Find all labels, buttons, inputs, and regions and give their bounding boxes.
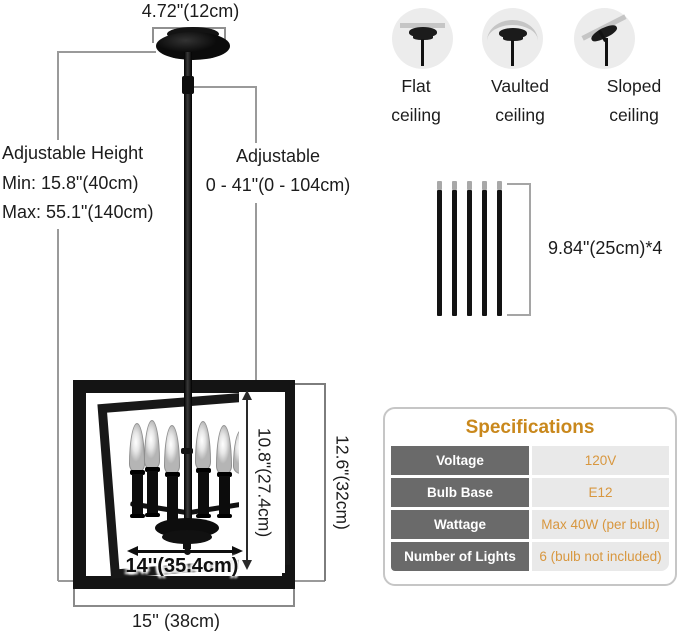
rod-adjustable-range: 0 - 41"(0 - 104cm) [205, 175, 351, 195]
adjustable-height-title: Adjustable Height [2, 143, 144, 163]
spec-row-label: Number of Lights [391, 542, 529, 571]
candle-socket-graphic [217, 514, 232, 518]
extension-rod-graphic [497, 181, 502, 190]
inner-height-dim-line [246, 398, 248, 566]
candle-socket-graphic [196, 468, 211, 473]
rod-leader-line [255, 86, 257, 143]
rod-leader-line [192, 86, 256, 88]
canopy-graphic [413, 35, 433, 40]
rods-dim-bracket [529, 183, 531, 316]
candle-socket-graphic [145, 467, 160, 472]
overall-width-bracket [73, 583, 75, 607]
spec-row-value: Max 40W (per bulb) [532, 510, 669, 539]
rod-leader-line [255, 203, 257, 383]
canopy-graphic [499, 28, 527, 38]
inner-width-dim-line [137, 550, 233, 553]
extension-rod-graphic [437, 181, 442, 190]
arrow-left-icon [127, 546, 138, 556]
column-collar-graphic [181, 448, 193, 454]
sloped-ceiling-icon [574, 8, 635, 69]
downrod-graphic [184, 52, 192, 524]
candle-socket-graphic [145, 513, 160, 517]
downrod-joint-graphic [182, 76, 194, 94]
specifications-table: Specifications Voltage 120V Bulb Base E1… [383, 407, 677, 586]
ceiling-bar-graphic [400, 23, 445, 28]
inner-height-label: 10.8"(27.4cm) [254, 427, 275, 538]
rod-graphic [421, 39, 424, 66]
candle-socket-graphic [147, 471, 158, 515]
height-leader-line [57, 51, 156, 53]
extension-rod-graphic [482, 190, 487, 316]
overall-height-dim-line [324, 383, 326, 581]
specifications-title: Specifications [465, 417, 595, 438]
overall-width-bracket [293, 583, 295, 607]
sloped-ceiling-label: Sloped ceiling [606, 76, 662, 125]
adjustable-height-max: Max: 55.1"(140cm) [2, 202, 154, 222]
spec-row-value: E12 [532, 478, 669, 507]
candle-socket-graphic [196, 514, 211, 518]
arrow-down-icon [242, 560, 252, 570]
extension-rod-graphic [467, 190, 472, 316]
extension-rod-graphic [497, 190, 502, 316]
ceiling-bar-graphic [487, 20, 538, 41]
rods-dim-bracket [507, 183, 531, 185]
base-dish-graphic [162, 530, 212, 544]
extension-rod-graphic [452, 190, 457, 316]
height-leader-line [57, 229, 59, 581]
rod-graphic [511, 40, 514, 66]
candle-socket-graphic [130, 514, 145, 518]
extension-rod-graphic [482, 181, 487, 190]
overall-width-bracket [73, 605, 295, 607]
arrow-up-icon [242, 390, 252, 400]
finial-graphic [183, 542, 191, 549]
rod-graphic [605, 38, 608, 66]
flat-ceiling-label: Flat ceiling [391, 76, 441, 125]
ceiling-canopy-graphic [156, 32, 230, 60]
candle-socket-graphic [198, 472, 209, 516]
candle-socket-graphic [132, 474, 143, 516]
candle-socket-graphic [217, 472, 232, 477]
canopy-graphic [503, 36, 523, 41]
rods-dim-bracket [507, 314, 531, 316]
candle-socket-graphic [219, 476, 230, 516]
extension-rod-graphic [437, 190, 442, 316]
vaulted-ceiling-icon [482, 8, 543, 69]
arrow-right-icon [232, 546, 243, 556]
canopy-graphic [409, 27, 437, 37]
overall-width-label: 15'' (38cm) [132, 611, 220, 631]
spec-row-value: 120V [532, 446, 669, 475]
spec-row-value: 6 (bulb not included) [532, 542, 669, 571]
height-leader-line [57, 51, 59, 140]
specifications-grid: Voltage 120V Bulb Base E12 Wattage Max 4… [391, 446, 669, 571]
candle-socket-graphic [167, 476, 178, 524]
overall-height-label: 12.6"(32cm) [332, 435, 353, 530]
spec-row-label: Wattage [391, 510, 529, 539]
inner-width-label: 14''(35.4cm) [125, 555, 239, 577]
spec-row-label: Voltage [391, 446, 529, 475]
rod-adjustable-label: Adjustable [235, 146, 321, 166]
spec-row-label: Bulb Base [391, 478, 529, 507]
candle-socket-graphic [130, 470, 145, 475]
adjustable-height-min: Min: 15.8"(40cm) [2, 173, 139, 193]
extension-rod-graphic [467, 181, 472, 190]
canopy-width-label: 4.72"(12cm) [141, 1, 240, 21]
candle-socket-graphic [165, 472, 180, 477]
vaulted-ceiling-label: Vaulted ceiling [490, 76, 550, 125]
rods-length-label: 9.84"(25cm)*4 [548, 238, 663, 258]
extension-rod-graphic [452, 181, 457, 190]
flat-ceiling-icon [392, 8, 453, 69]
